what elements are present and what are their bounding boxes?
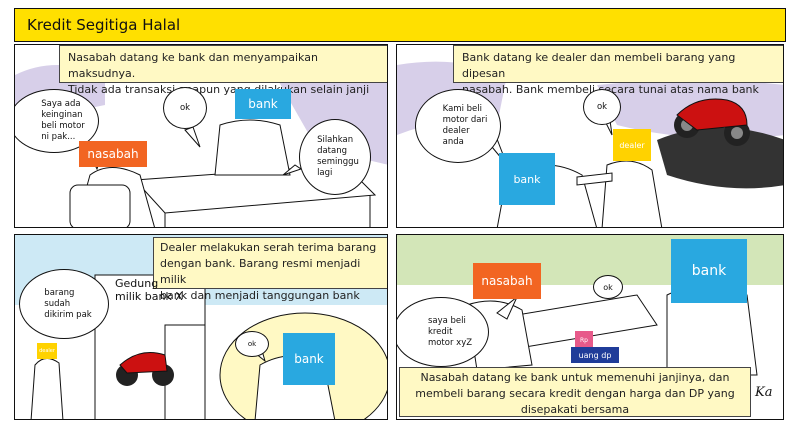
- panel-2-caption: Bank datang ke dealer dan membeli barang…: [453, 45, 783, 96]
- bubble-text: Silahkan datang seminggu lagi: [317, 135, 359, 178]
- panel-2-bubble-bank: Kami beli motor dari dealer anda: [415, 89, 501, 163]
- bank-tag: bank: [235, 89, 291, 119]
- tag-label: nasabah: [87, 147, 139, 161]
- tag-label: bank: [294, 352, 324, 366]
- bubble-text: barang sudah dikirim pak: [44, 287, 92, 320]
- page-title: Kredit Segitiga Halal: [27, 16, 181, 34]
- dealer-person: [30, 358, 64, 419]
- bank-tag: bank: [499, 153, 555, 205]
- panel-1-bubble-bank: Silahkan datang seminggu lagi: [299, 119, 371, 195]
- tag-label: uang dp: [578, 350, 612, 360]
- bubble-text: ok: [603, 282, 613, 292]
- panel-3-caption: Dealer melakukan serah terima barang den…: [153, 237, 387, 302]
- panel-4: nasabah bank saya beli kredit motor xyZ …: [396, 234, 784, 420]
- panel-2-bubble-ok: ok: [583, 89, 621, 125]
- tag-label: bank: [248, 97, 278, 111]
- bubble-text: Kami beli motor dari dealer anda: [442, 104, 488, 147]
- panel-1: Nasabah datang ke bank dan menyampaikan …: [14, 44, 388, 228]
- panel-4-bubble-ok: ok: [593, 275, 623, 299]
- panel-3-bubble-ok: ok: [235, 331, 269, 357]
- bubble-text: ok: [596, 101, 608, 112]
- uang-dp-tag: uang dp: [571, 347, 619, 363]
- bubble-text: ok: [179, 102, 191, 113]
- dealer-tag: dealer: [37, 343, 57, 359]
- title-bar: Kredit Segitiga Halal: [14, 8, 786, 42]
- tag-label: dealer: [619, 140, 645, 150]
- shadow-ground: [657, 127, 783, 189]
- motorcycle: [674, 98, 750, 146]
- bank-tag: bank: [283, 333, 335, 385]
- bank-person: [214, 119, 291, 176]
- panel-3-bubble-dealer: barang sudah dikirim pak: [19, 269, 109, 339]
- panel-4-bubble-nasabah: saya beli kredit motor xyZ: [397, 297, 489, 367]
- panel-4-caption: Nasabah datang ke bank untuk memenuhi ja…: [399, 367, 751, 417]
- panel-3: Dealer melakukan serah terima barang den…: [14, 234, 388, 420]
- panel-1-bubble-ok: ok: [163, 87, 207, 129]
- dealer-tag: dealer: [613, 129, 651, 161]
- tag-label: dealer: [39, 348, 55, 354]
- panel-1-caption: Nasabah datang ke bank dan menyampaikan …: [59, 45, 387, 96]
- dealer-person: [601, 160, 663, 227]
- nasabah-tag: nasabah: [473, 263, 541, 299]
- tag-label: Rp: [580, 336, 588, 344]
- artist-signature: Ka: [755, 385, 773, 400]
- tag-label: bank: [691, 263, 727, 279]
- building-sign: Gedung milik bank X: [115, 277, 183, 303]
- panel-2: Bank datang ke dealer dan membeli barang…: [396, 44, 784, 228]
- bubble-text: Saya ada keinginan beli motor ni pak...: [41, 99, 85, 142]
- tag-label: nasabah: [481, 274, 533, 288]
- rp-tag: Rp: [575, 331, 593, 349]
- bank-tag: bank: [671, 239, 747, 303]
- tag-label: bank: [513, 172, 541, 186]
- bubble-text: saya beli kredit motor xyZ: [427, 315, 473, 348]
- nasabah-tag: nasabah: [79, 141, 147, 167]
- motorcycle: [116, 352, 174, 386]
- cash: [576, 172, 613, 186]
- chair: [69, 184, 131, 227]
- bubble-text: ok: [247, 339, 257, 348]
